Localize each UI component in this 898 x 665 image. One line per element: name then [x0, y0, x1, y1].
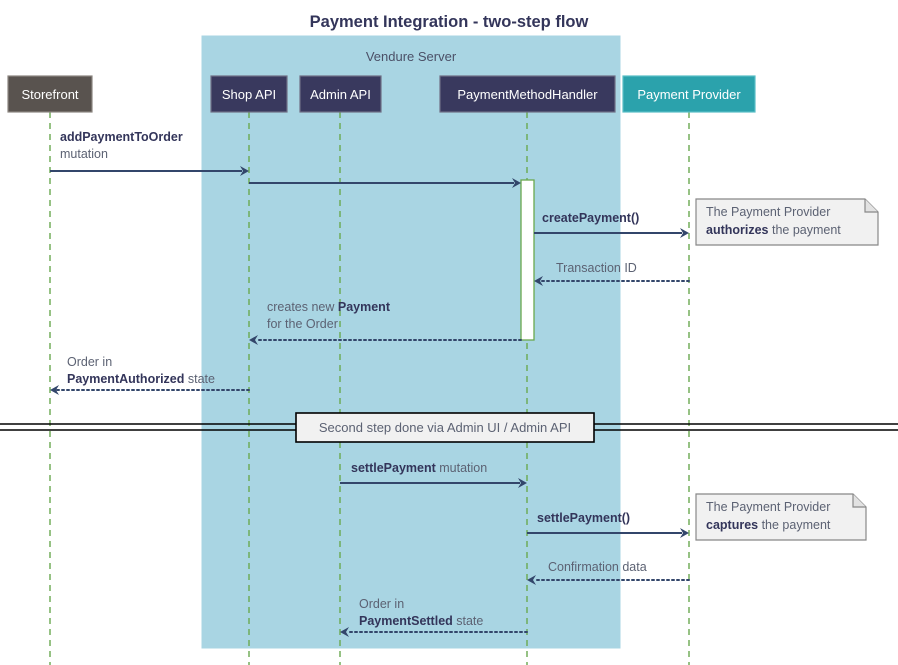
text-line: Order in [67, 355, 112, 369]
participant-label: Storefront [21, 87, 78, 102]
note-fold-corner [864, 199, 878, 213]
messages-layer: addPaymentToOrder mutation createPayment()… [50, 130, 690, 637]
participant-shop-api[interactable]: Shop API [210, 75, 288, 113]
note-note-captures: The Payment Provider captures the payment [695, 493, 867, 541]
arrow-head [518, 478, 527, 488]
text-line: Confirmation data [548, 560, 647, 574]
participants-layer: Storefront Shop API Admin API PaymentMethod… [7, 75, 756, 113]
group-title-label: Vendure Server [366, 49, 457, 64]
group-container: Vendure Server [201, 35, 621, 649]
participant-box[interactable] [299, 75, 382, 113]
divider-label-text: Second step done via Admin UI / Admin AP… [319, 420, 571, 435]
text-line: Order in [359, 597, 404, 611]
message-create-payment: createPayment() [534, 211, 689, 238]
message-order-payment-settled: Order in PaymentSettled state [340, 597, 528, 637]
message-settle-payment-mutation: settlePayment mutation [340, 461, 527, 488]
text-line: The Payment Provider [706, 500, 830, 514]
note-fold-corner [852, 494, 866, 508]
diagram-title: Payment Integration - two-step flow [310, 13, 589, 31]
arrow-head [340, 627, 349, 637]
text-line: settlePayment() [537, 511, 630, 525]
text-line: creates new Payment [267, 300, 391, 314]
participant-payment-method-handler[interactable]: PaymentMethodHandler [439, 75, 616, 113]
participant-box[interactable] [7, 75, 93, 113]
participant-label: Shop API [222, 87, 276, 102]
participant-payment-provider[interactable]: Payment Provider [622, 75, 756, 113]
participant-admin-api[interactable]: Admin API [299, 75, 382, 113]
message-transaction-id: Transaction ID [534, 261, 690, 286]
group-box-vendure-server [201, 35, 621, 649]
message-shop-api-to-handler [249, 178, 521, 188]
text-line: Transaction ID [556, 261, 637, 275]
text-line: The Payment Provider [706, 205, 830, 219]
participant-box[interactable] [622, 75, 756, 113]
message-settle-payment-call: settlePayment() [527, 511, 689, 538]
arrow-head [680, 228, 689, 238]
note-note-authorizes: The Payment Provider authorizes the payme… [695, 198, 879, 246]
participant-label: PaymentMethodHandler [457, 87, 598, 102]
text-line: PaymentAuthorized state [67, 372, 215, 386]
text-line: addPaymentToOrder [60, 130, 183, 144]
arrow-head [240, 166, 249, 176]
divider-label-box [295, 412, 595, 443]
activation-bar-payment-method-handler [520, 179, 535, 341]
divider-layer: Second step done via Admin UI / Admin AP… [0, 412, 898, 443]
arrow-head [249, 335, 258, 345]
message-add-payment-to-order: addPaymentToOrder mutation [50, 130, 249, 176]
text-line: PaymentSettled state [359, 614, 483, 628]
notes-layer: The Payment Provider authorizes the payme… [695, 198, 879, 541]
participant-box[interactable] [439, 75, 616, 113]
arrow-head [680, 528, 689, 538]
message-creates-payment-for-order: creates new Payment for the Order [249, 300, 522, 345]
note-body [695, 198, 879, 246]
text-line: for the Order [267, 317, 338, 331]
arrow-head [50, 385, 59, 395]
text-line: mutation [60, 147, 108, 161]
participant-label: Payment Provider [637, 87, 741, 102]
message-confirmation-data: Confirmation data [527, 560, 690, 585]
participant-box[interactable] [210, 75, 288, 113]
text-line: settlePayment mutation [351, 461, 487, 475]
note-body [695, 493, 867, 541]
arrow-head [534, 276, 543, 286]
text-line: captures the payment [706, 518, 831, 532]
message-order-payment-authorized: Order in PaymentAuthorized state [50, 355, 250, 395]
participant-storefront[interactable]: Storefront [7, 75, 93, 113]
text-line: authorizes the payment [706, 223, 841, 237]
arrow-head [527, 575, 536, 585]
arrow-head [512, 178, 521, 188]
text-line: createPayment() [542, 211, 639, 225]
participant-label: Admin API [310, 87, 371, 102]
activations-layer [520, 179, 535, 341]
